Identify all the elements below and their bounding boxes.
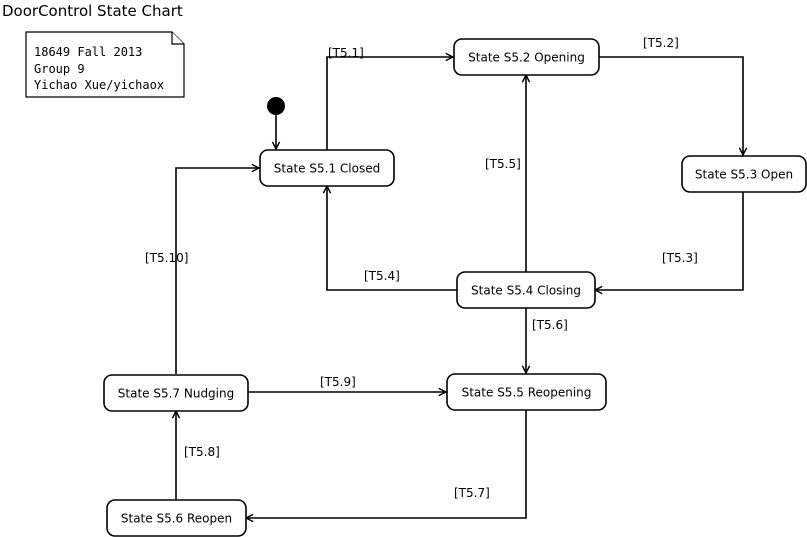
label-t5-7: [T5.7] xyxy=(454,486,490,500)
note-line-author: Yichao Xue/yichaox xyxy=(34,78,164,92)
note-fold xyxy=(171,32,184,45)
label-t5-3: [T5.3] xyxy=(662,251,698,265)
diagram-title: DoorControl State Chart xyxy=(2,2,183,20)
state-s5-1-closed[interactable]: State S5.1 Closed xyxy=(259,149,395,187)
edge-t5-3 xyxy=(595,192,744,290)
label-t5-8: [T5.8] xyxy=(184,445,220,459)
state-s5-5-label: State S5.5 Reopening xyxy=(462,386,592,400)
label-t5-9: [T5.9] xyxy=(320,375,356,389)
state-s5-5-reopening[interactable]: State S5.5 Reopening xyxy=(446,373,607,411)
note: 18649 Fall 2013 Group 9 Yichao Xue/yicha… xyxy=(25,31,185,98)
edge-t5-7 xyxy=(246,410,527,518)
state-s5-7-nudging[interactable]: State S5.7 Nudging xyxy=(103,374,249,412)
note-line-course: 18649 Fall 2013 xyxy=(34,45,142,59)
edge-t5-4 xyxy=(327,186,457,291)
state-s5-7-label: State S5.7 Nudging xyxy=(118,387,234,401)
state-s5-6-label: State S5.6 Reopen xyxy=(121,512,232,526)
label-t5-10: [T5.10] xyxy=(145,251,188,265)
edge-t5-2 xyxy=(598,56,743,155)
state-s5-2-opening[interactable]: State S5.2 Opening xyxy=(453,38,600,76)
note-shape xyxy=(25,31,185,98)
label-t5-4: [T5.4] xyxy=(364,269,400,283)
label-t5-5: [T5.5] xyxy=(485,157,521,171)
state-s5-4-label: State S5.4 Closing xyxy=(471,284,581,298)
label-t5-6: [T5.6] xyxy=(532,318,568,332)
state-s5-3-open[interactable]: State S5.3 Open xyxy=(681,155,807,193)
label-t5-1: [T5.1] xyxy=(328,46,364,60)
state-s5-4-closing[interactable]: State S5.4 Closing xyxy=(456,271,596,309)
initial-state-node xyxy=(267,97,285,115)
state-s5-1-label: State S5.1 Closed xyxy=(274,162,380,176)
note-line-group: Group 9 xyxy=(34,62,85,76)
edge-t5-1 xyxy=(326,57,453,150)
edge-t5-10 xyxy=(175,168,259,374)
state-s5-3-label: State S5.3 Open xyxy=(695,168,793,182)
label-t5-2: [T5.2] xyxy=(643,36,679,50)
state-s5-6-reopen[interactable]: State S5.6 Reopen xyxy=(106,499,247,537)
state-s5-2-label: State S5.2 Opening xyxy=(468,51,585,65)
